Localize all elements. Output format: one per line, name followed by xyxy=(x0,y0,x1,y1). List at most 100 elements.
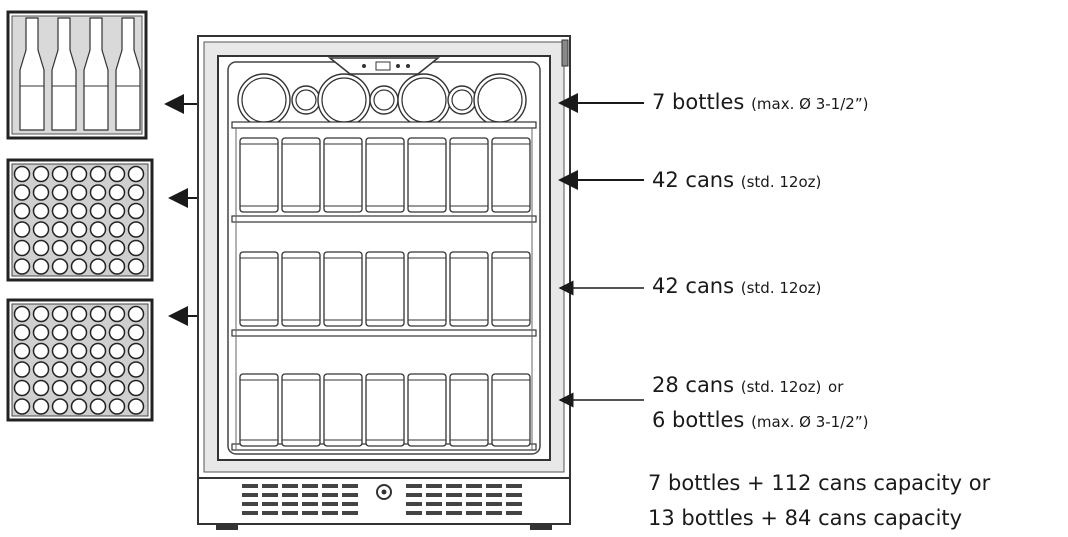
can-icon xyxy=(491,251,531,327)
can-top-icon xyxy=(108,184,126,201)
vent-slot xyxy=(242,511,258,515)
can-top-icon xyxy=(70,398,88,415)
can-top-icon xyxy=(108,305,126,323)
vent-slot xyxy=(342,493,358,497)
bottle-icon xyxy=(51,17,77,131)
vent-slot xyxy=(466,502,482,506)
vent-slot xyxy=(342,502,358,506)
vent-slot xyxy=(302,502,318,506)
vent-slot xyxy=(322,502,338,506)
vent-slot xyxy=(446,493,462,497)
can-top-icon xyxy=(127,361,145,378)
shelf-rail xyxy=(231,121,537,129)
can-icon xyxy=(239,251,279,327)
bottle-icon xyxy=(115,17,141,131)
vent-slot xyxy=(242,502,258,506)
can-top-icon xyxy=(70,165,88,183)
vent-slot xyxy=(406,484,422,488)
shelf-1-detail: (max. Ø 3-1/2”) xyxy=(751,95,869,113)
can-top-icon xyxy=(127,324,145,341)
can-top-icon xyxy=(51,184,69,201)
can-top-icon xyxy=(108,258,126,275)
can-top-icon xyxy=(127,184,145,201)
capacity-summary-2: 13 bottles + 84 cans capacity xyxy=(648,506,963,530)
can-top-icon xyxy=(89,221,107,238)
shelf-4-alt-main: 6 bottles xyxy=(652,408,745,432)
can-top-icon xyxy=(127,379,145,397)
can-top-icon xyxy=(70,258,88,275)
can-icon xyxy=(365,137,405,213)
can-top-icon xyxy=(70,239,88,257)
vent-slot xyxy=(486,493,502,497)
can-icon xyxy=(491,137,531,213)
can-top-icon xyxy=(70,305,88,323)
shelf-1-label: 7 bottles (max. Ø 3-1/2”) xyxy=(652,92,868,113)
vent-slot xyxy=(426,502,442,506)
can-shelf-thumbnail-2 xyxy=(6,298,154,422)
can-top-icon xyxy=(51,258,69,275)
can-top-icon xyxy=(70,361,88,378)
shelf-2-detail: (std. 12oz) xyxy=(740,173,822,191)
can-icon xyxy=(323,373,363,447)
can-icon xyxy=(281,373,321,447)
can-top-icon xyxy=(108,398,126,415)
vent-slot xyxy=(282,493,298,497)
can-top-icon xyxy=(89,324,107,341)
can-top-icon xyxy=(108,202,126,220)
capacity-summary-1: 7 bottles + 112 cans capacity or xyxy=(648,471,991,495)
can-top-icon xyxy=(108,342,126,360)
can-top-icon xyxy=(51,398,69,415)
vent-slot xyxy=(282,511,298,515)
can-top-icon xyxy=(51,361,69,378)
vent-slot xyxy=(242,484,258,488)
can-top-icon xyxy=(89,398,107,415)
vent-slot xyxy=(322,511,338,515)
can-top-icon xyxy=(32,239,50,257)
can-top-icon xyxy=(13,305,31,323)
can-top-icon xyxy=(108,361,126,378)
shelf-4-suffix: or xyxy=(828,378,844,396)
can-top-icon xyxy=(127,165,145,183)
can-top-icon xyxy=(70,342,88,360)
vent-slot xyxy=(406,493,422,497)
vent-slot xyxy=(262,493,278,497)
vent-slot xyxy=(506,493,522,497)
vent-slot xyxy=(466,484,482,488)
vent-slot xyxy=(446,511,462,515)
shelf-4-detail: (std. 12oz) xyxy=(740,378,822,396)
can-top-icon xyxy=(32,342,50,360)
can-top-icon xyxy=(127,221,145,238)
vent-slot xyxy=(302,484,318,488)
can-top-icon xyxy=(51,239,69,257)
vent-slot xyxy=(506,484,522,488)
vent-slot xyxy=(486,502,502,506)
can-top-icon xyxy=(70,184,88,201)
vent-slot xyxy=(406,502,422,506)
can-top-icon xyxy=(32,379,50,397)
vent-slot xyxy=(322,484,338,488)
can-top-icon xyxy=(32,361,50,378)
can-icon xyxy=(365,251,405,327)
vent-slot xyxy=(302,493,318,497)
can-top-icon xyxy=(70,221,88,238)
can-icon xyxy=(407,137,447,213)
vent-slot xyxy=(406,511,422,515)
vent-slot xyxy=(322,493,338,497)
can-top-icon xyxy=(51,221,69,238)
can-top-icon xyxy=(32,202,50,220)
can-top-icon xyxy=(127,258,145,275)
can-top-icon xyxy=(89,239,107,257)
can-top-icon xyxy=(89,342,107,360)
can-top-icon xyxy=(89,184,107,201)
shelf-2-label: 42 cans (std. 12oz) xyxy=(652,170,821,191)
can-top-icon xyxy=(89,258,107,275)
can-top-icon xyxy=(13,239,31,257)
shelf-rail xyxy=(231,329,537,337)
bottle-shelf-thumbnail xyxy=(6,10,148,140)
can-top-icon xyxy=(108,379,126,397)
can-top-icon xyxy=(127,398,145,415)
can-top-icon xyxy=(13,361,31,378)
can-top-icon xyxy=(70,202,88,220)
can-top-icon xyxy=(51,379,69,397)
